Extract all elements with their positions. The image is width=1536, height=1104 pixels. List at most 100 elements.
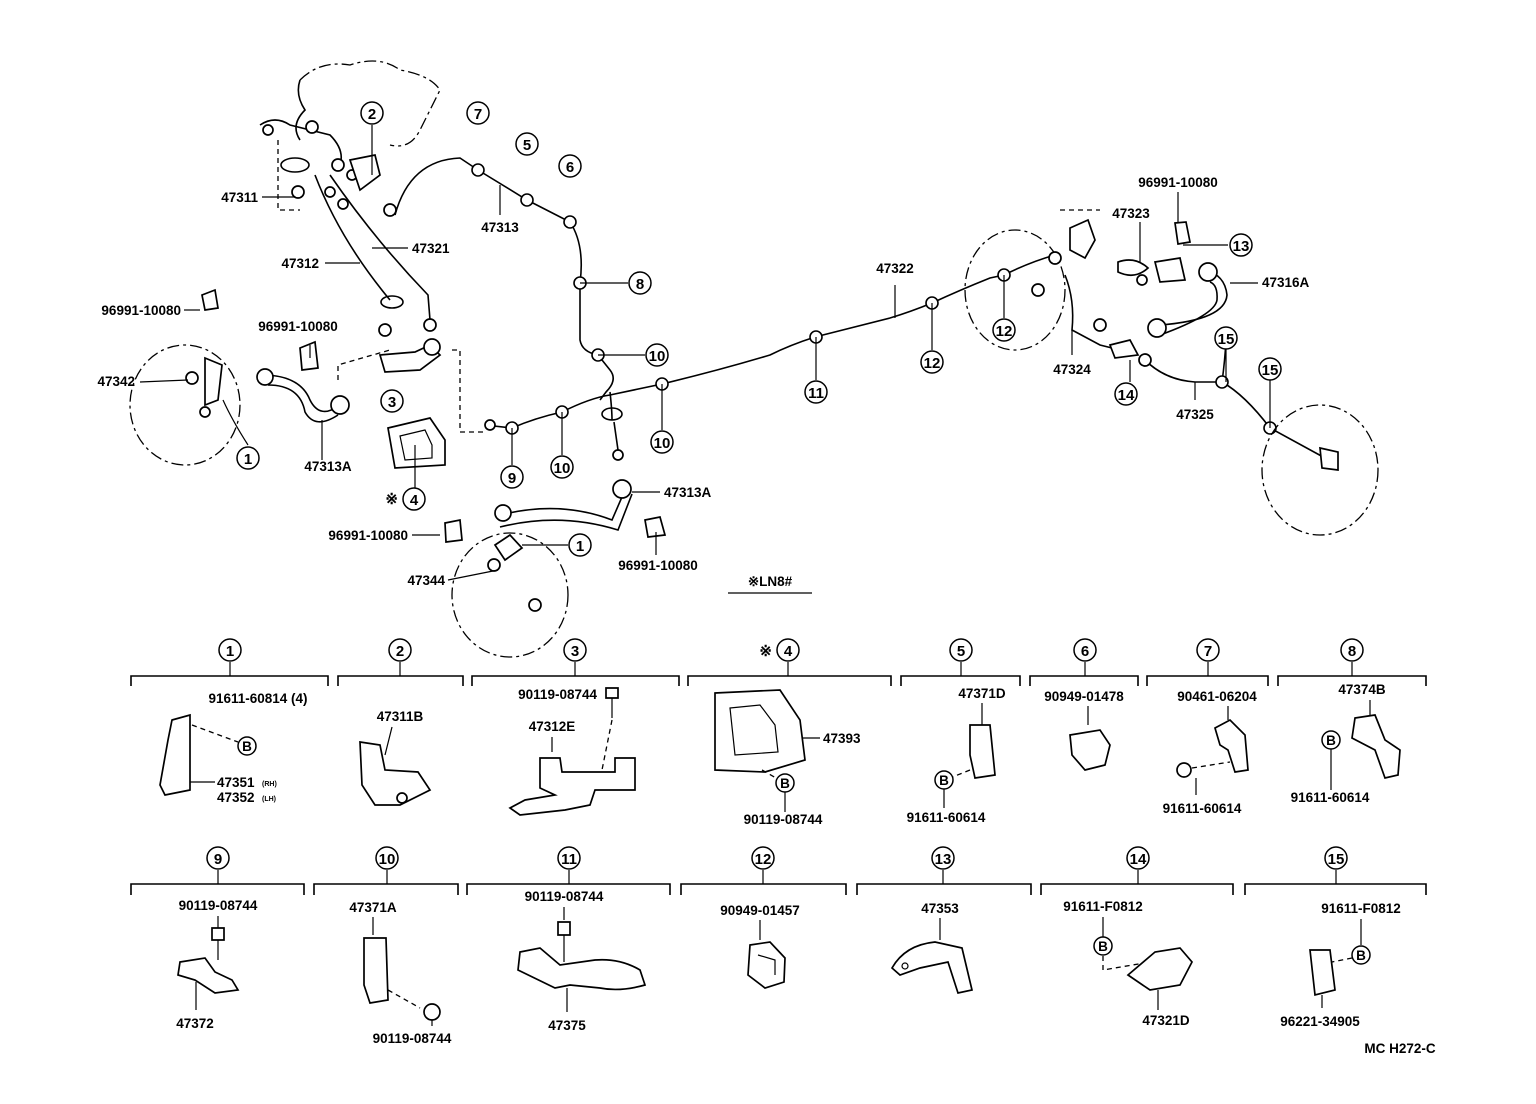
svg-text:15: 15 — [1262, 362, 1279, 379]
svg-text:B: B — [242, 739, 252, 754]
diagram-ref-3: 3 — [380, 389, 404, 413]
svg-text:11: 11 — [561, 851, 577, 868]
diagram-ref-5: 5 — [515, 132, 539, 156]
diagram-ref-12a: 12 — [920, 350, 944, 374]
box-8: 8 47374B B 91611-60614 — [1291, 638, 1401, 805]
svg-text:47321D: 47321D — [1142, 1013, 1190, 1028]
box-9: 9 90119-08744 47372 — [176, 846, 258, 1031]
svg-text:3: 3 — [571, 643, 579, 660]
callout-leader-lines — [139, 125, 1271, 594]
svg-text:5: 5 — [957, 643, 965, 660]
svg-text:6: 6 — [566, 159, 574, 176]
label-47342: 47342 — [97, 374, 135, 389]
svg-text:B: B — [1356, 948, 1366, 963]
svg-text:91611-60814 (4): 91611-60814 (4) — [208, 691, 307, 706]
svg-text:47393: 47393 — [823, 731, 861, 746]
svg-text:90461-06204: 90461-06204 — [1177, 689, 1257, 704]
svg-text:(RH): (RH) — [262, 781, 277, 788]
svg-text:1: 1 — [244, 451, 252, 468]
svg-text:47352: 47352 — [217, 790, 255, 805]
svg-text:2: 2 — [396, 643, 404, 660]
svg-text:7: 7 — [1204, 643, 1212, 660]
label-96991-10080-c: 96991-10080 — [328, 528, 408, 543]
svg-text:13: 13 — [935, 851, 952, 868]
diagram-ref-6: 6 — [558, 154, 582, 178]
svg-text:47374B: 47374B — [1338, 682, 1386, 697]
brake-pipes — [261, 157, 1326, 531]
svg-text:47312E: 47312E — [529, 719, 576, 734]
svg-text:B: B — [939, 773, 949, 788]
svg-text:4: 4 — [784, 643, 793, 660]
svg-text:14: 14 — [1130, 851, 1147, 868]
svg-text:47351: 47351 — [217, 775, 255, 790]
label-47316A: 47316A — [1262, 275, 1310, 290]
svg-text:(LH): (LH) — [262, 796, 276, 803]
svg-text:※: ※ — [385, 491, 398, 508]
svg-text:91611-60614: 91611-60614 — [907, 810, 986, 825]
label-47313A-left: 47313A — [304, 459, 352, 474]
box-1: 1 91611-60814 (4) B 47351 (RH) 47352 (LH) — [159, 638, 308, 805]
label-47313: 47313 — [481, 220, 519, 235]
box-7: 7 90461-06204 91611-60614 — [1163, 638, 1257, 816]
svg-text:12: 12 — [755, 851, 772, 868]
svg-text:90119-08744: 90119-08744 — [179, 898, 258, 913]
dashed-connectors — [337, 209, 1100, 433]
label-47322: 47322 — [876, 261, 914, 276]
svg-text:91611-60614: 91611-60614 — [1291, 790, 1370, 805]
svg-text:10: 10 — [649, 348, 666, 365]
svg-text:14: 14 — [1118, 387, 1135, 404]
svg-text:1: 1 — [226, 643, 234, 660]
svg-text:10: 10 — [554, 460, 571, 477]
box-4: ※ 4 47393 B 90119-08744 — [714, 638, 861, 827]
box-3: 3 90119-08744 47312E — [508, 638, 636, 816]
wheel-outlines — [129, 229, 1379, 658]
box-2: 2 47311B — [359, 638, 432, 806]
label-47312: 47312 — [281, 256, 319, 271]
svg-text:91611-F0812: 91611-F0812 — [1321, 901, 1401, 916]
diagram-ref-12b: 12 — [992, 318, 1016, 342]
label-47323: 47323 — [1112, 206, 1150, 221]
master-cylinder-drawing — [259, 60, 441, 217]
svg-text:91611-60614: 91611-60614 — [1163, 801, 1242, 816]
box-11: 11 90119-08744 47375 — [517, 846, 647, 1033]
svg-text:5: 5 — [523, 137, 531, 154]
diagram-part-labels: 47311 47312 47321 96991-10080 96991-1008… — [97, 175, 1309, 589]
svg-text:B: B — [1098, 939, 1108, 954]
label-47325: 47325 — [1176, 407, 1214, 422]
box-14: 14 91611-F0812 B 47321D — [1063, 846, 1194, 1028]
svg-text:90949-01457: 90949-01457 — [720, 903, 800, 918]
diagram-ref-10a: 10 — [645, 343, 669, 367]
pipe-clamp-nodes — [471, 163, 1277, 435]
svg-text:B: B — [780, 776, 790, 791]
label-96991-10080-d: 96991-10080 — [618, 558, 698, 573]
svg-text:2: 2 — [368, 106, 376, 123]
svg-text:10: 10 — [379, 851, 396, 868]
svg-text:47372: 47372 — [176, 1016, 214, 1031]
diagram-ref-2: 2 — [360, 101, 384, 125]
svg-text:47353: 47353 — [921, 901, 959, 916]
label-96991-10080-e: 96991-10080 — [1138, 175, 1218, 190]
svg-text:12: 12 — [924, 355, 941, 372]
svg-text:90119-08744: 90119-08744 — [373, 1031, 452, 1046]
svg-text:B: B — [1326, 733, 1336, 748]
box-6: 6 90949-01478 — [1044, 638, 1124, 771]
diagram-ref-1a: 1 — [236, 446, 260, 470]
svg-text:※: ※ — [759, 643, 772, 660]
diagram-ref-7: 7 — [466, 101, 490, 125]
svg-text:47375: 47375 — [548, 1018, 586, 1033]
box-10: 10 47371A 90119-08744 — [349, 846, 452, 1046]
box-5: 5 47371D B 91611-60614 — [907, 638, 1006, 825]
svg-text:47311B: 47311B — [377, 709, 424, 724]
diagram-ref-14: 14 — [1114, 382, 1138, 406]
diagram-ref-13: 13 — [1229, 233, 1253, 257]
label-47313A-center: 47313A — [664, 485, 712, 500]
label-47321: 47321 — [412, 241, 450, 256]
svg-text:9: 9 — [214, 851, 222, 868]
label-96991-10080-a: 96991-10080 — [101, 303, 181, 318]
svg-text:15: 15 — [1328, 851, 1345, 868]
svg-text:90119-08744: 90119-08744 — [518, 687, 597, 702]
svg-text:47371D: 47371D — [958, 686, 1006, 701]
diagram-ref-10b: 10 — [650, 430, 674, 454]
svg-text:11: 11 — [808, 385, 824, 402]
svg-text:15: 15 — [1218, 331, 1235, 348]
